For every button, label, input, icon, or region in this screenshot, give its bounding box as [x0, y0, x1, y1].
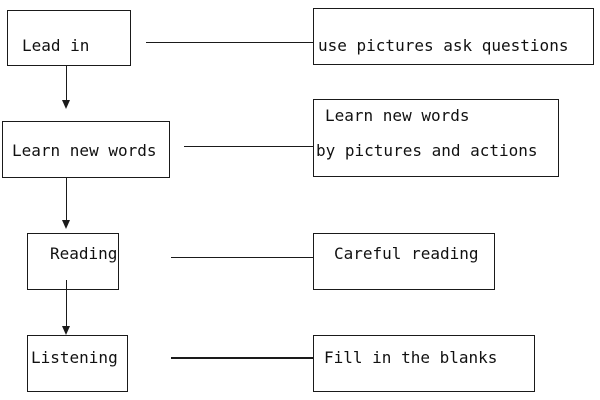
- connector-learn-new-words: [184, 146, 314, 147]
- detail-text-lead-in: use pictures ask questions: [318, 36, 569, 55]
- step-box-learn-new-words: [2, 121, 170, 178]
- detail-box-learn-new-words: [313, 99, 559, 177]
- flow-line-2: [66, 178, 67, 220]
- detail-text-learn-new-words-line-1: Learn new words: [325, 106, 470, 125]
- detail-box-reading: [313, 233, 495, 290]
- flow-arrow-3: [62, 326, 70, 335]
- connector-reading: [171, 257, 314, 258]
- detail-text-listening: Fill in the blanks: [324, 348, 498, 367]
- connector-lead-in: [146, 42, 314, 43]
- step-box-listening: [27, 335, 128, 392]
- detail-text-reading: Careful reading: [334, 244, 479, 263]
- step-label-reading: Reading: [50, 244, 118, 263]
- flow-arrow-2: [62, 220, 70, 229]
- step-box-reading: [27, 233, 119, 290]
- flow-line-3: [66, 280, 67, 326]
- step-box-lead-in: [7, 10, 131, 66]
- flow-line-1: [66, 66, 67, 100]
- connector-listening: [171, 357, 314, 359]
- detail-text-learn-new-words-line-2: by pictures and actions: [316, 141, 538, 160]
- detail-box-listening: [313, 335, 535, 392]
- step-label-lead-in: Lead in: [22, 36, 90, 55]
- flow-arrow-1: [62, 100, 70, 109]
- detail-box-lead-in: [313, 8, 594, 65]
- step-label-listening: Listening: [31, 348, 118, 367]
- step-label-learn-new-words: Learn new words: [12, 141, 157, 160]
